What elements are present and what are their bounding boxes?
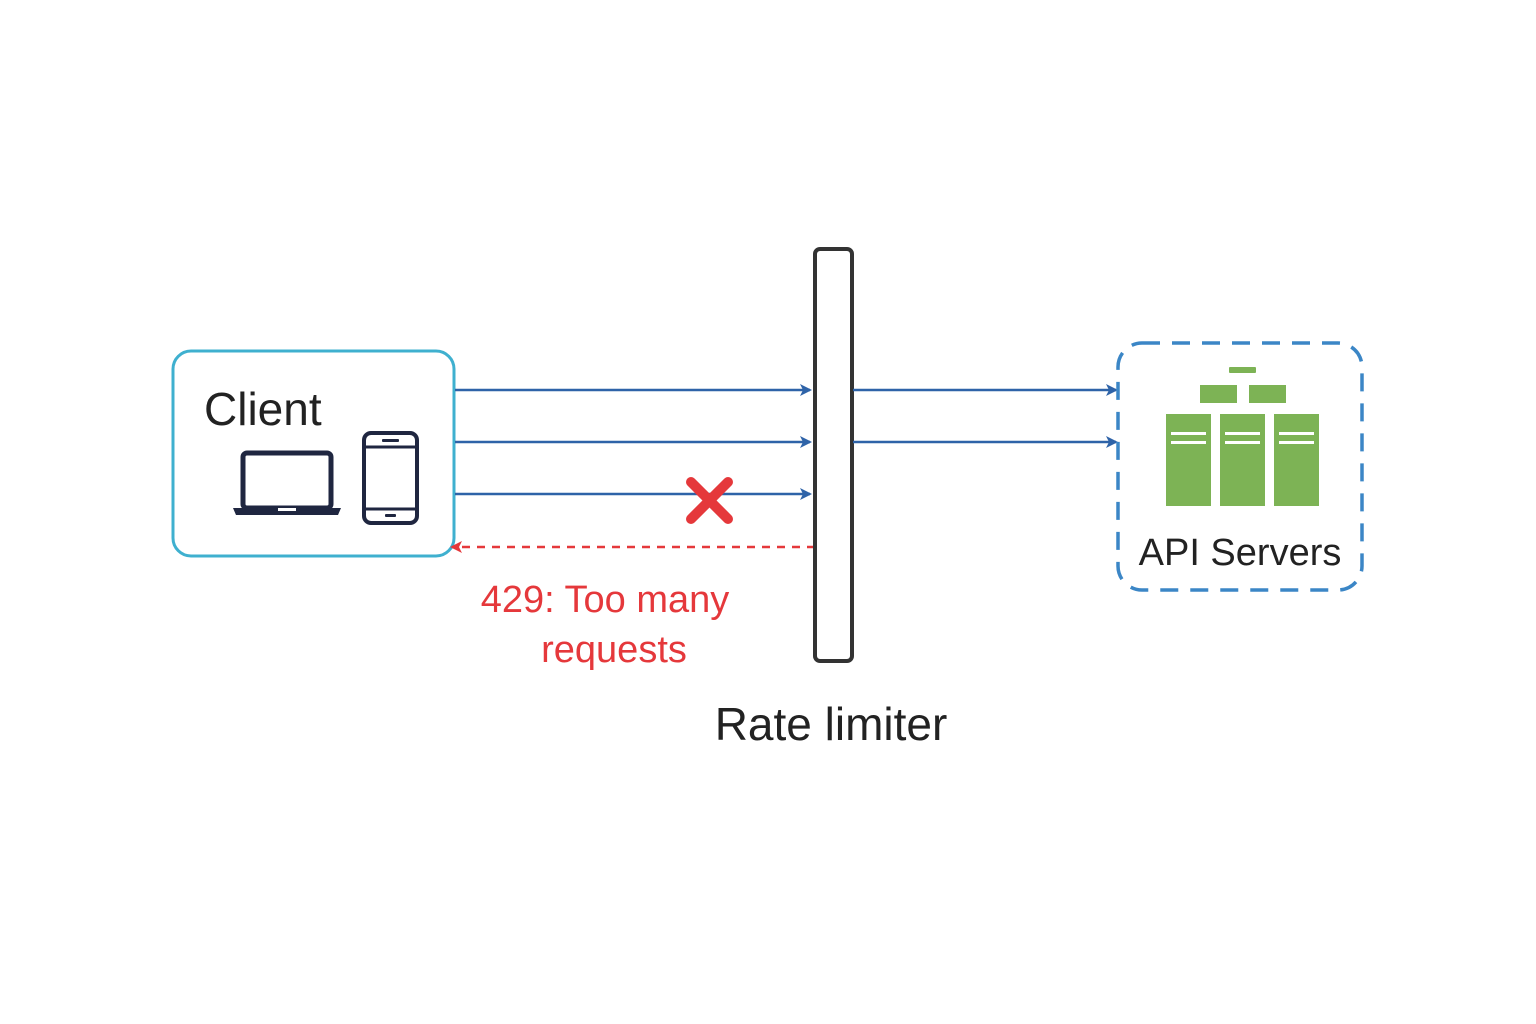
client-title: Client [204,383,322,435]
api-servers-node: API Servers [1116,341,1364,592]
rate-limiter-label: Rate limiter [715,698,948,750]
forward-arrows [853,384,1118,448]
phone-icon [362,431,419,525]
client-node: Client [171,349,456,558]
rejection-label-line2: requests [541,629,687,671]
laptop-icon [233,450,341,515]
rejection-label-line1: 429: Too many [481,579,730,621]
rate-limiter-node: Rate limiter [715,247,948,750]
rate-limiter-bar [813,247,854,663]
api-servers-label: API Servers [1139,532,1342,574]
reject-x-icon [686,477,733,524]
request-arrows [455,384,812,500]
server-rack-icon [1166,367,1319,506]
